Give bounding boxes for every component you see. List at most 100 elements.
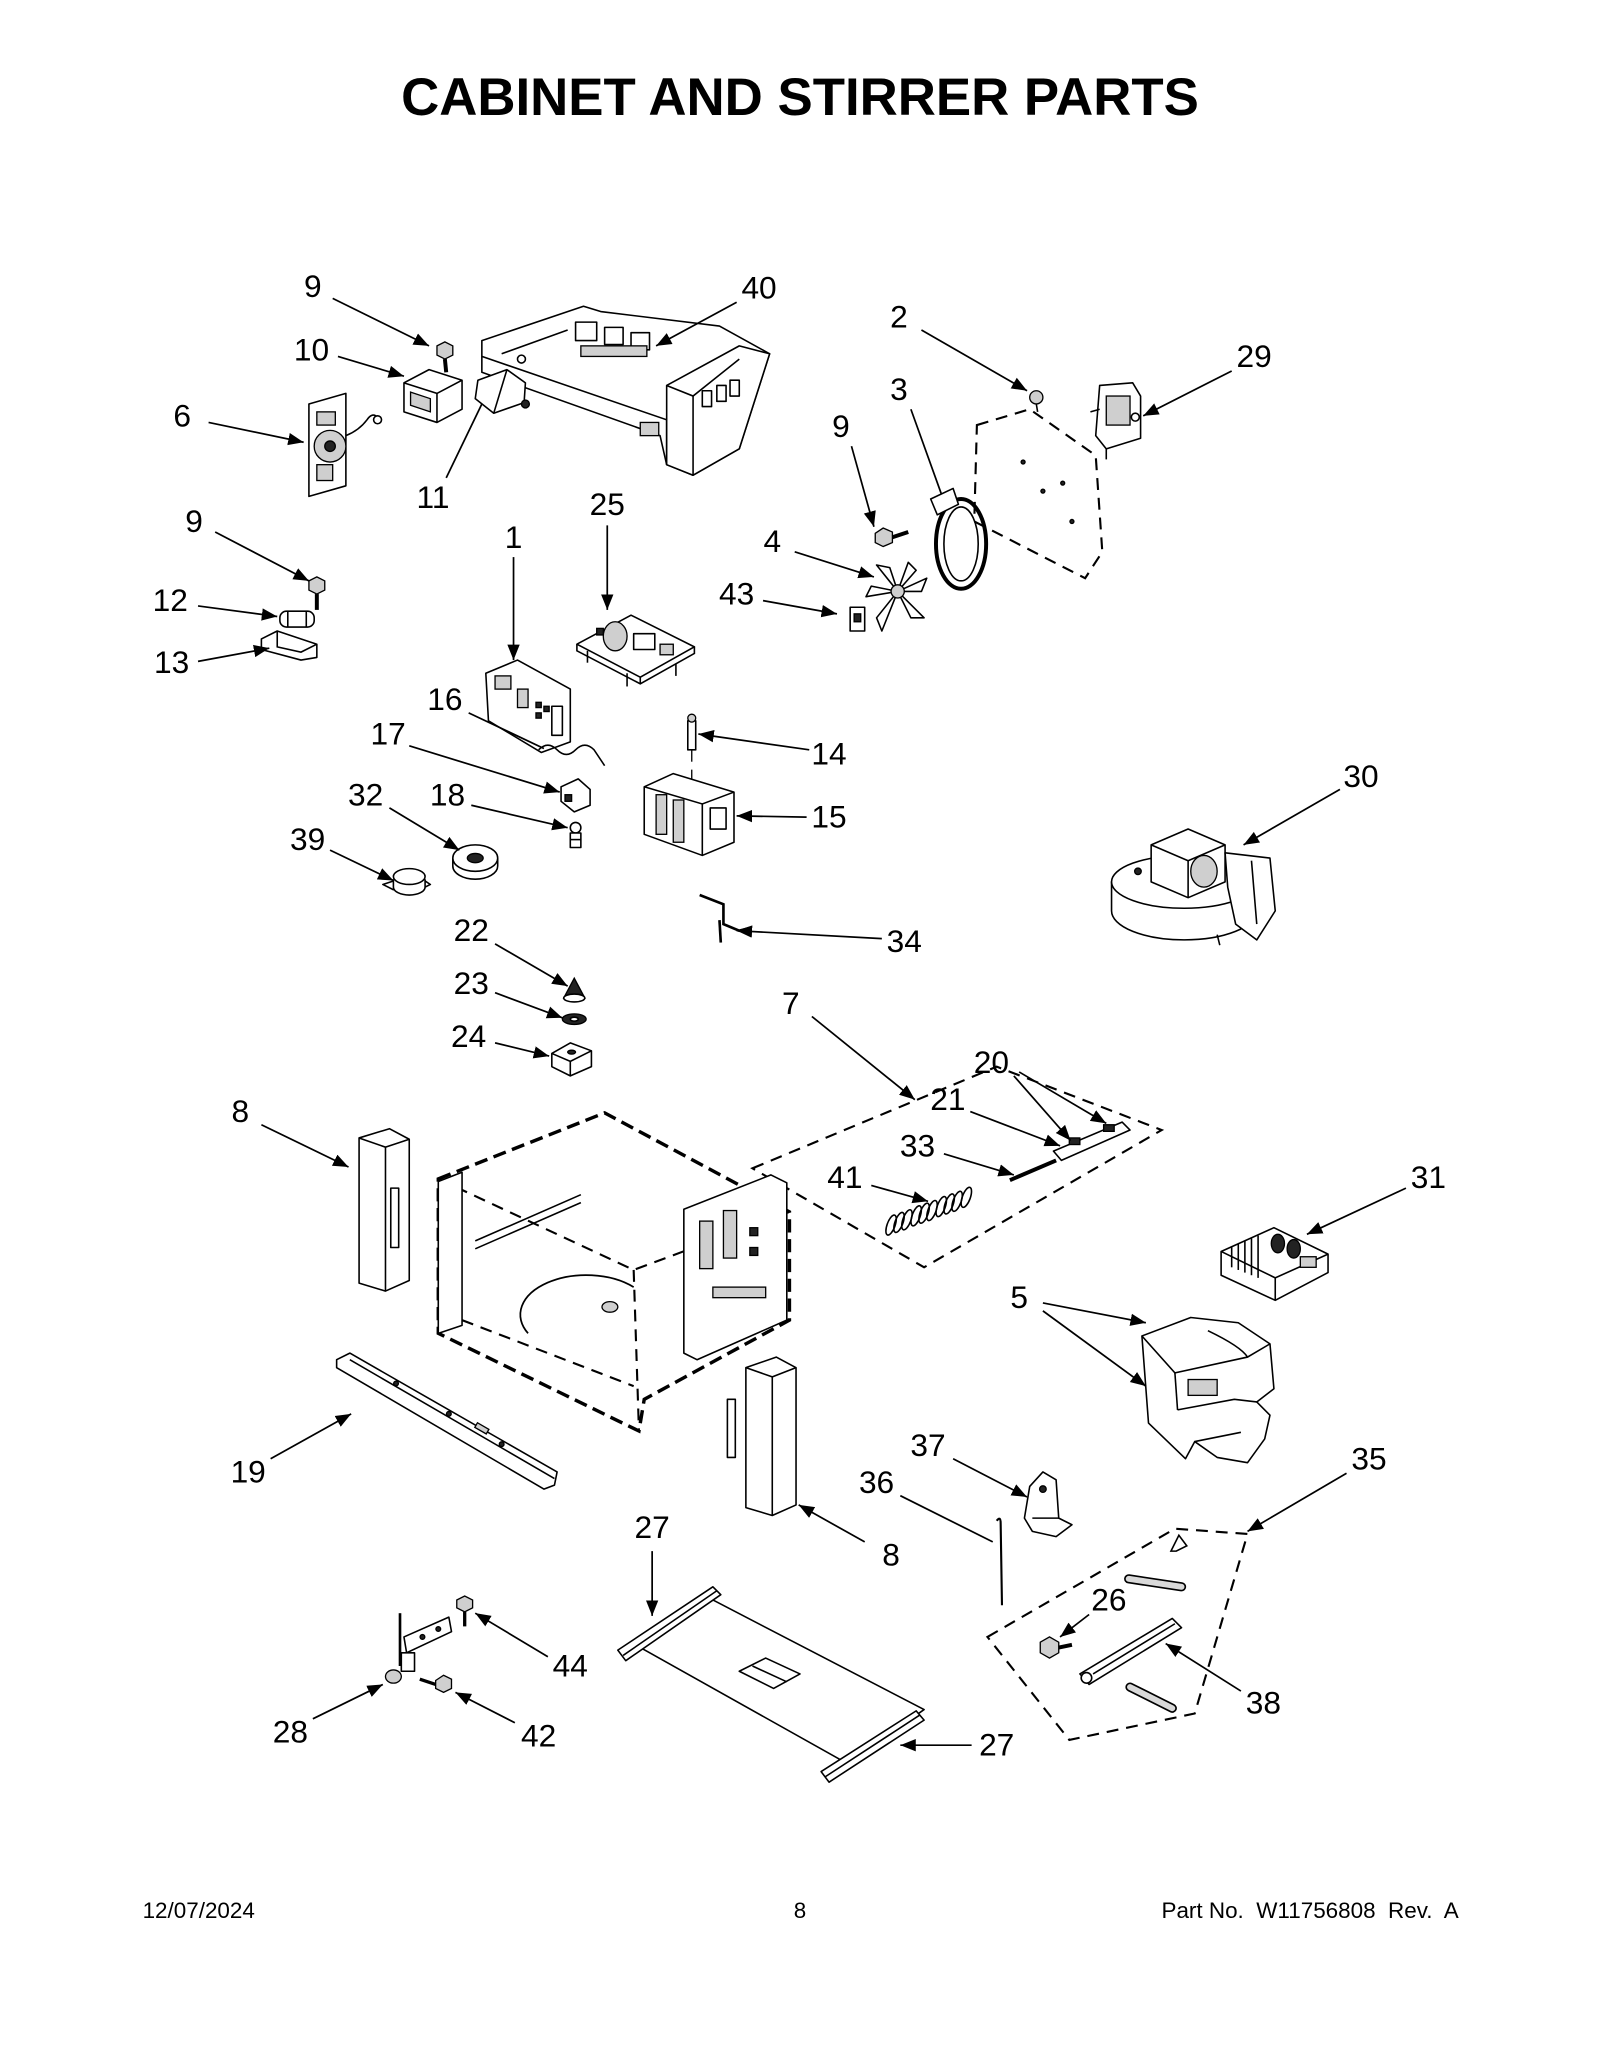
callout-label: 20 [974, 1044, 1009, 1080]
fuse-holder-part [260, 630, 318, 661]
callout-label: 13 [154, 644, 189, 680]
callout-label: 36 [859, 1464, 894, 1500]
stirrer-motor-part [1090, 382, 1142, 460]
footer-part-number: Part No. W11756808 Rev. A [1161, 1898, 1458, 1923]
callout-label: 19 [231, 1453, 266, 1489]
power-board-part [576, 614, 696, 687]
leader-line [910, 408, 943, 495]
leader-line [261, 1123, 349, 1168]
torsion-spring-part [1169, 1533, 1188, 1552]
callout-label: 24 [451, 1018, 486, 1054]
coupler-bracket-part [551, 1042, 593, 1077]
footer-date: 12/07/2024 [143, 1898, 255, 1923]
callout-label: 44 [553, 1648, 588, 1684]
leader-line [899, 1494, 994, 1543]
screw-part [436, 341, 454, 373]
leader-line [1165, 1642, 1242, 1692]
relay-box-part [403, 368, 463, 424]
tray-rail-part [820, 1710, 925, 1783]
leader-line [214, 531, 310, 582]
callout-label: 8 [882, 1537, 900, 1573]
stirrer-blade-part [865, 561, 928, 632]
wire-rod-part [995, 1517, 1004, 1606]
callout-label: 8 [231, 1093, 249, 1129]
leader-line [794, 550, 875, 579]
pivot-pin-part [1124, 1574, 1187, 1592]
callout-label: 14 [811, 735, 846, 771]
leader-line [871, 1184, 929, 1204]
callout-label: 4 [763, 523, 781, 559]
capacitor-pin-part [686, 713, 697, 787]
callout-label: 42 [521, 1718, 556, 1754]
leader-line [943, 1152, 1015, 1177]
callout-label: 34 [887, 923, 922, 959]
callout-label: 28 [273, 1714, 308, 1750]
clip-part [849, 606, 866, 632]
rod-part [1009, 1158, 1057, 1183]
callout-label: 37 [910, 1427, 945, 1463]
tray-rail-part [617, 1585, 722, 1662]
leader-line [312, 1683, 384, 1720]
leader-line [332, 297, 430, 347]
control-bracket-part [481, 305, 771, 477]
leader-line [270, 1413, 352, 1460]
leader-line [337, 355, 405, 378]
leader-line [1042, 1310, 1147, 1387]
callout-label: 31 [1411, 1159, 1446, 1195]
side-panel-part [358, 1127, 411, 1292]
leader-line [197, 644, 270, 663]
callout-label: 29 [1237, 338, 1272, 374]
leader-line [1306, 1187, 1407, 1236]
callout-label: 15 [811, 799, 846, 835]
leader-line [736, 809, 807, 823]
callout-label: 41 [827, 1159, 862, 1195]
inverter-board-part [1220, 1226, 1329, 1302]
page-title: CABINET AND STIRRER PARTS [401, 68, 1199, 127]
leader-line [1059, 1613, 1090, 1638]
leader-line [969, 1110, 1061, 1147]
mounting-bracket-part [699, 893, 751, 943]
oven-cavity-part [436, 1110, 792, 1434]
callout-label: 23 [454, 965, 489, 1001]
transformer-part [643, 772, 735, 857]
callout-label: 10 [294, 331, 329, 367]
back-panel-outline [973, 408, 1104, 580]
hinge-arm-part [1079, 1617, 1183, 1686]
heating-ring-part [929, 487, 989, 591]
callout-label: 43 [719, 576, 754, 612]
callout-label: 25 [590, 486, 625, 522]
leader-line [468, 712, 545, 750]
callout-label: 16 [427, 681, 462, 717]
callout-label: 6 [173, 397, 191, 433]
leader-line [798, 1504, 866, 1543]
kit-outline [985, 1527, 1249, 1742]
leader-line [445, 403, 483, 479]
callout-label: 7 [782, 985, 800, 1021]
callout-label: 30 [1343, 758, 1378, 794]
latch-bar-part [1052, 1121, 1131, 1162]
callout-label: 3 [890, 371, 908, 407]
blower-assembly-part [1110, 828, 1277, 946]
control-board-part [485, 659, 572, 754]
leader-line [655, 301, 738, 347]
leader-line [1018, 1071, 1107, 1125]
leader-line [952, 1457, 1028, 1498]
air-duct-part [1141, 1316, 1275, 1464]
leader-line [474, 1612, 549, 1658]
lamp-bulb-part [569, 821, 582, 849]
leader-line [1142, 370, 1233, 417]
side-panel-part [726, 1356, 797, 1517]
screw-part [456, 1595, 474, 1627]
callout-label: 27 [979, 1727, 1014, 1763]
kit-outline [750, 1065, 1165, 1269]
leader-line [494, 991, 563, 1019]
footer-page-number: 8 [794, 1898, 806, 1923]
leader-line [1243, 788, 1341, 846]
leader-line [471, 804, 568, 831]
fuse-part [279, 610, 315, 628]
callout-label: 2 [890, 298, 908, 334]
callout-label: 21 [930, 1081, 965, 1117]
washer-part [561, 1013, 587, 1026]
callout-label: 39 [290, 821, 325, 857]
